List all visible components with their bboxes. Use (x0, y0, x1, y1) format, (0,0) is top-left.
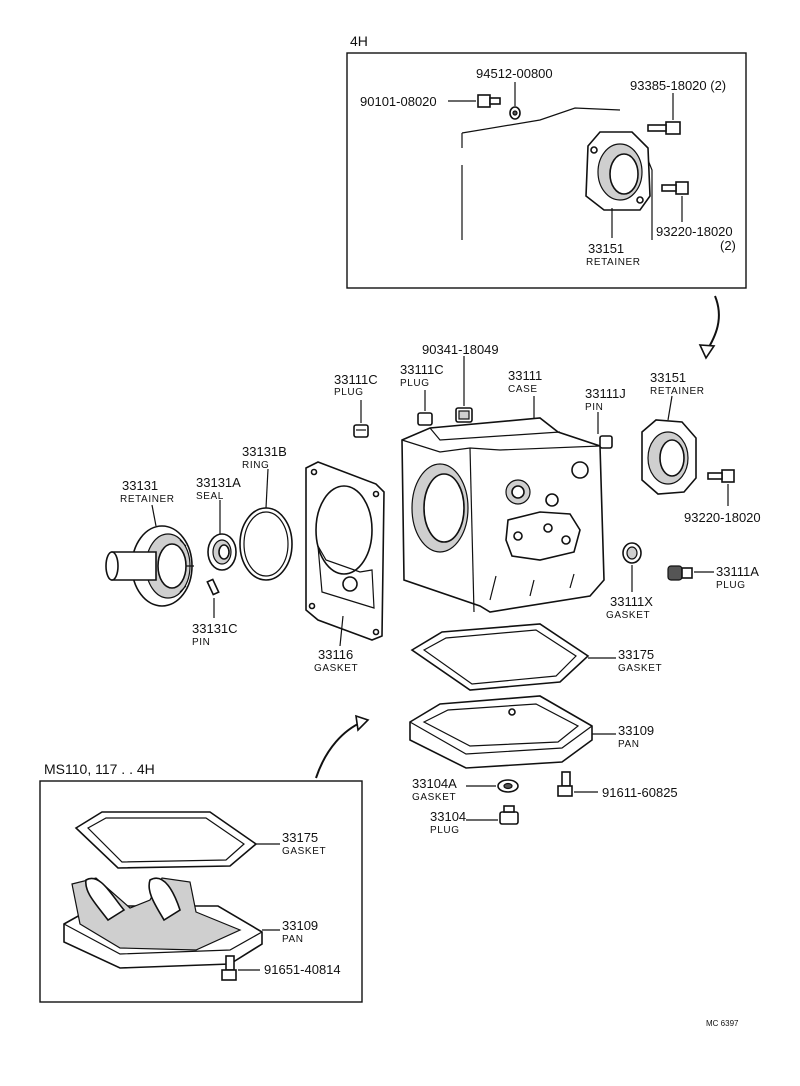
name-33111: CASE (508, 384, 538, 395)
name-33111c-left: PLUG (334, 387, 364, 398)
seal-33131a-icon (207, 533, 237, 571)
bolt-93220-18020-top-icon (661, 181, 689, 195)
pan-33109-inset (63, 877, 263, 969)
label-93220-18020-top: 93220-18020 (656, 224, 733, 239)
inset-top-title: 4H (350, 33, 368, 49)
label-90101-08020: 90101-08020 (360, 94, 437, 109)
label-93385-18020: 93385-18020 (2) (630, 78, 726, 93)
label-33111c-right: 33111C (400, 362, 444, 377)
name-33109-main: PAN (618, 739, 640, 750)
name-33111x: GASKET (606, 610, 650, 621)
bolt-93385-18020-icon (647, 121, 681, 135)
bolt-90101-08020-icon (477, 94, 501, 108)
footer-code: MC 6397 (706, 1019, 739, 1028)
label-33111: 33111 (508, 368, 542, 383)
name-33131b: RING (242, 460, 269, 471)
gasket-33175-inset (74, 811, 258, 869)
arrow-bottom-to-main (315, 721, 363, 779)
label-33111a: 33111A (716, 564, 759, 579)
label-91651-40814: 91651-40814 (264, 962, 341, 977)
part-labels: 90101-08020 94512-00800 93385-18020 (2) … (120, 66, 761, 977)
name-33131: RETAINER (120, 494, 175, 505)
name-33116: GASKET (314, 663, 358, 674)
gasket-33175-main (410, 623, 590, 691)
inset-bottom: MS110, 117 . . 4H (39, 761, 363, 1003)
label-33111c-left: 33111C (334, 372, 378, 387)
label-33111j: 33111J (585, 386, 626, 401)
name-33175-inset: GASKET (282, 846, 326, 857)
pin-33111j-icon (599, 435, 613, 449)
label-90341-18049: 90341-18049 (422, 342, 499, 357)
name-33111c-right: PLUG (400, 378, 430, 389)
plug-33111c-left-icon (353, 424, 369, 438)
plug-33111a-icon (667, 565, 693, 581)
label-33175-inset: 33175 (282, 830, 318, 845)
label-33131a: 33131A (196, 475, 241, 490)
ring-33131b-icon (239, 507, 293, 581)
inset-bottom-frame (39, 780, 363, 1003)
name-33175-main: GASKET (618, 663, 662, 674)
bolt-91611-60825-icon (557, 771, 573, 797)
label-33131c: 33131C (192, 621, 238, 636)
label-33104a: 33104A (412, 776, 457, 791)
label-33116: 33116 (318, 647, 353, 662)
label-93220-18020-top-qty: (2) (720, 238, 736, 253)
pan-33109-main (409, 695, 593, 769)
gasket-33116 (305, 461, 385, 641)
washer-94512-00800-icon (509, 106, 521, 120)
bolt-93220-18020-main-icon (707, 469, 735, 483)
label-94512-00800: 94512-00800 (476, 66, 553, 81)
label-33151-main: 33151 (650, 370, 686, 385)
label-33151-top: 33151 (588, 241, 624, 256)
arrow-top-to-main (705, 295, 720, 353)
transfer-case (401, 417, 605, 613)
gasket-33104a-icon (497, 779, 519, 793)
name-33104a: GASKET (412, 792, 456, 803)
name-33131a: SEAL (196, 491, 224, 502)
label-93220-18020-main: 93220-18020 (684, 510, 761, 525)
gasket-33111x-icon (622, 542, 642, 564)
inset-top-case-outline (461, 107, 653, 240)
plug-33111c-right-icon (417, 412, 433, 426)
label-33175-main: 33175 (618, 647, 654, 662)
name-33131c: PIN (192, 637, 210, 648)
bolt-91651-40814-icon (221, 955, 237, 981)
name-33111j: PIN (585, 402, 603, 413)
retainer-33151-main (641, 419, 697, 495)
plug-33104-icon (499, 805, 519, 825)
label-91611-60825: 91611-60825 (602, 785, 678, 800)
name-33111a: PLUG (716, 580, 746, 591)
name-33151-top: RETAINER (586, 257, 641, 268)
name-33151-main: RETAINER (650, 386, 705, 397)
inset-top: 4H (346, 33, 747, 289)
label-33104: 33104 (430, 809, 466, 824)
inset-top-retainer (585, 131, 651, 211)
plug-90341-18049-icon (455, 407, 473, 423)
retainer-33131 (105, 525, 194, 607)
pin-33131c-icon (206, 578, 220, 596)
name-33109-inset: PAN (282, 934, 304, 945)
name-33104: PLUG (430, 825, 460, 836)
inset-bottom-title: MS110, 117 . . 4H (44, 761, 155, 777)
label-33111x: 33111X (610, 594, 653, 609)
label-33109-inset: 33109 (282, 918, 318, 933)
inset-top-frame (346, 52, 747, 289)
label-33131: 33131 (122, 478, 158, 493)
label-33131b: 33131B (242, 444, 287, 459)
label-33109-main: 33109 (618, 723, 654, 738)
